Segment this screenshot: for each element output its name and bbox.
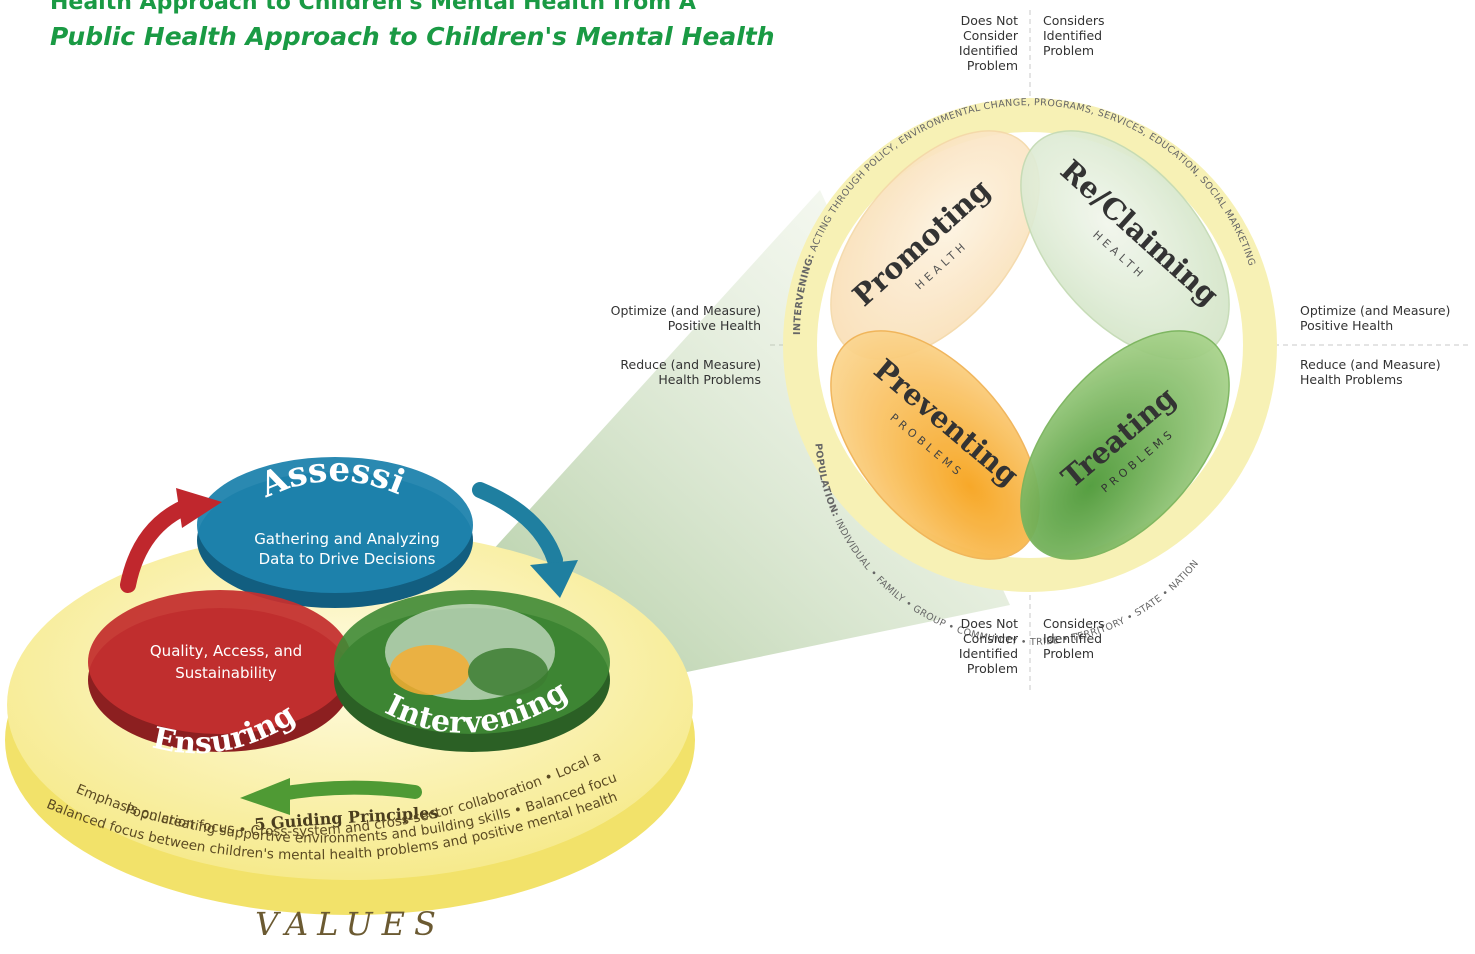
bottom-left-quadrant-label: Does Not Consider Identified Problem: [958, 616, 1018, 676]
values-label: VALUES: [255, 905, 445, 943]
blue-arrow-head: [530, 560, 578, 598]
intervening-inset-green: [468, 648, 548, 696]
top-right-quadrant-label: Considers Identified Problem: [1043, 13, 1105, 58]
title-line-1: Health Approach to Children's Mental Hea…: [50, 0, 696, 15]
preventing-petal: [830, 330, 1040, 560]
treating-petal: [1020, 330, 1230, 560]
left-lower-axis-label: Reduce (and Measure) Health Problems: [620, 357, 761, 387]
green-arrow-head: [240, 778, 290, 815]
intervening-inset-orange: [390, 645, 470, 695]
top-left-quadrant-label: Does Not Consider Identified Problem: [958, 13, 1018, 73]
assessing-circle: [197, 457, 473, 593]
blue-cycle-arrow: [472, 482, 563, 568]
title-line-2: Public Health Approach to Children's Men…: [50, 22, 775, 51]
ensuring-desc-2: Sustainability: [175, 664, 277, 682]
assessing-desc-1: Gathering and Analyzing: [254, 530, 440, 548]
left-upper-axis-label: Optimize (and Measure) Positive Health: [610, 303, 761, 333]
bottom-right-quadrant-label: Considers Identified Problem: [1043, 616, 1105, 661]
red-arrow-head: [176, 488, 222, 528]
assessing-desc-2: Data to Drive Decisions: [259, 550, 436, 568]
right-lower-axis-label: Reduce (and Measure) Health Problems: [1300, 357, 1441, 387]
right-upper-axis-label: Optimize (and Measure) Positive Health: [1300, 303, 1451, 333]
green-cycle-arrow: [268, 780, 422, 802]
assessing-title: Assessing: [0, 0, 411, 506]
ensuring-desc-1: Quality, Access, and: [150, 642, 302, 660]
ensuring-circle: [88, 590, 352, 734]
